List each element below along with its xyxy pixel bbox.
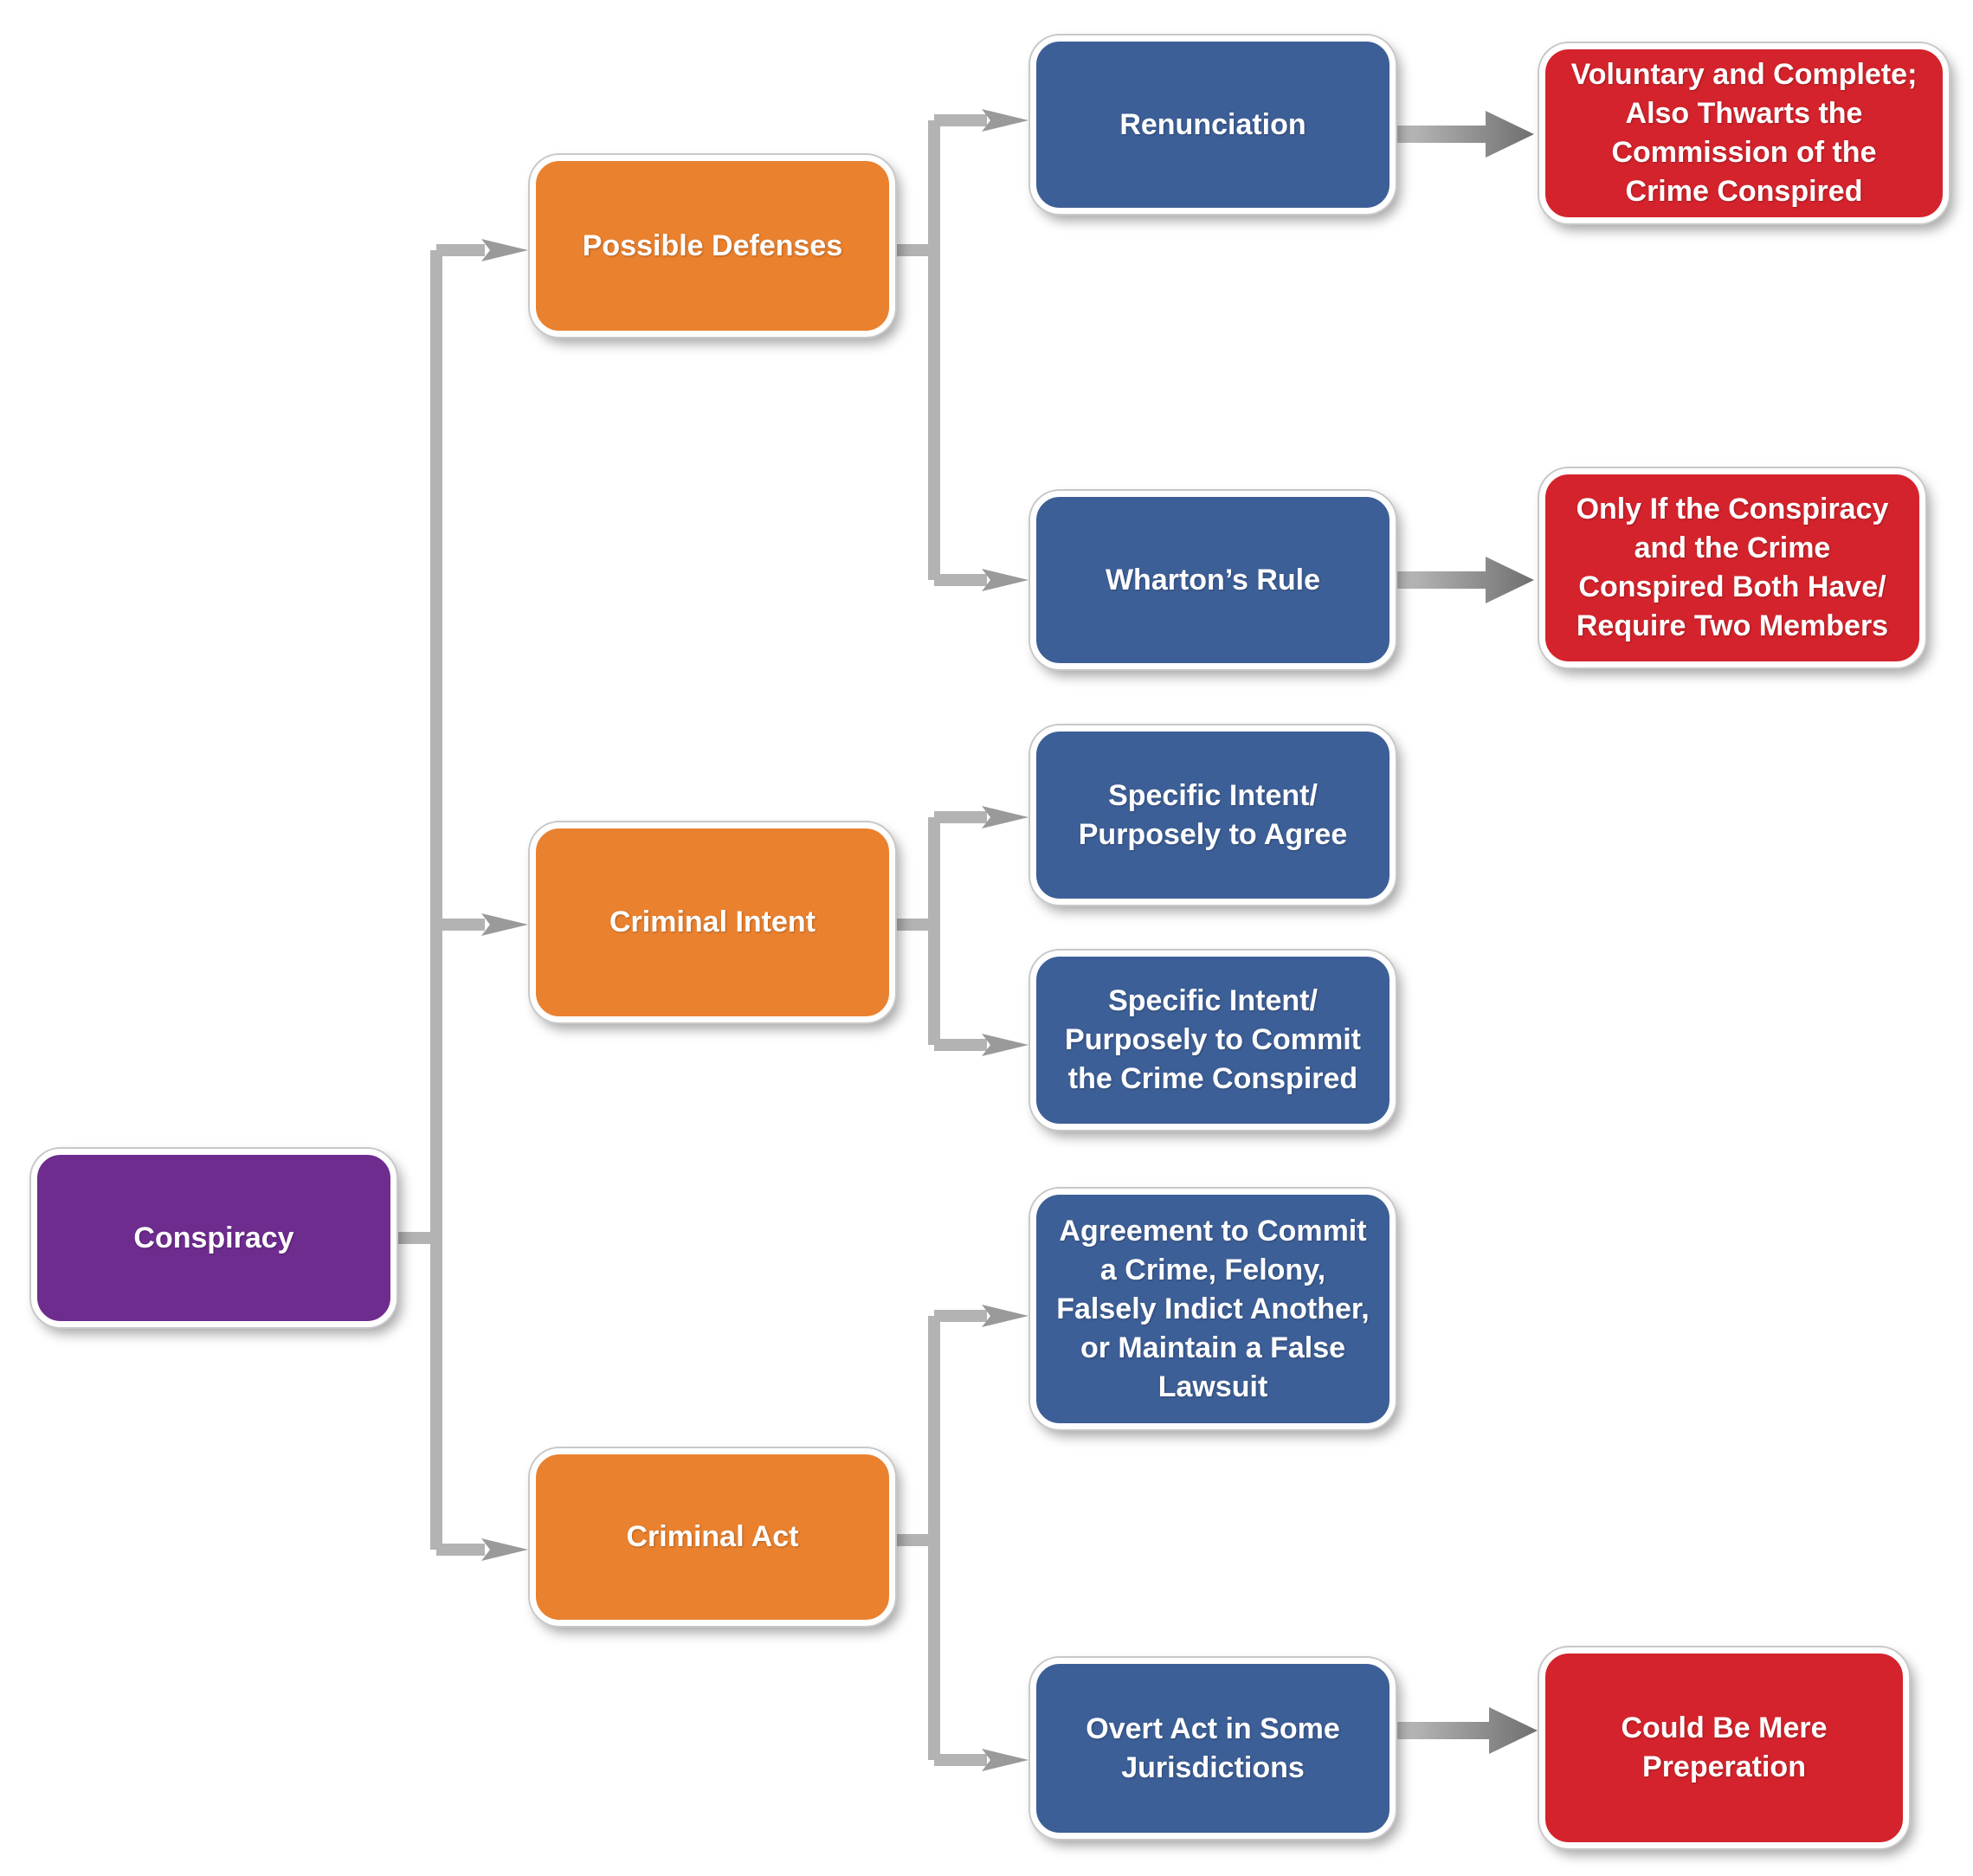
arrowhead-wharton: [982, 569, 1028, 591]
node-criminal-act: Criminal Act: [530, 1448, 895, 1626]
node-whartons-rule: Wharton’s Rule: [1030, 491, 1396, 669]
node-could-be-label: Could Be Mere Preperation: [1621, 1712, 1828, 1783]
arrowhead-intent-commit: [982, 1034, 1028, 1056]
node-voluntary-complete-label: Voluntary and Complete; Also Thwarts the…: [1570, 58, 1918, 208]
arrow-overt-detail: [1397, 1707, 1538, 1754]
node-intent-agree-label: Specific Intent/ Purposely to Agree: [1078, 778, 1348, 851]
arrowhead-overt: [982, 1749, 1028, 1771]
connector-root-spine: [398, 250, 442, 1550]
node-overt-act: Overt Act in Some Jurisdictions: [1030, 1658, 1396, 1839]
node-intent-agree: Specific Intent/ Purposely to Agree: [1030, 725, 1396, 905]
node-renunciation: Renunciation: [1030, 35, 1396, 214]
arrowhead-defenses: [481, 239, 528, 261]
arrowhead-intent-agree: [982, 806, 1028, 828]
node-only-if: Only If the Conspiracy and the Crime Con…: [1539, 468, 1925, 667]
connector-intent-spine: [895, 817, 940, 1045]
node-voluntary-complete: Voluntary and Complete; Also Thwarts the…: [1539, 43, 1949, 223]
arrowhead-renunciation: [982, 109, 1028, 132]
node-criminal-intent-label: Criminal Intent: [609, 906, 816, 938]
connector-defenses-spine: [895, 120, 940, 580]
node-agreement-label: Agreement to Commit a Crime, Felony, Fal…: [1056, 1214, 1370, 1403]
arrowhead-intent: [481, 913, 528, 936]
arrowhead-act: [481, 1538, 528, 1561]
arrow-wharton-detail: [1397, 557, 1534, 603]
node-renunciation-label: Renunciation: [1119, 107, 1306, 141]
node-intent-commit: Specific Intent/ Purposely to Commit the…: [1030, 951, 1396, 1130]
node-conspiracy-label: Conspiracy: [133, 1221, 294, 1254]
node-possible-defenses-label: Possible Defenses: [582, 229, 843, 262]
node-could-be: Could Be Mere Preperation: [1539, 1647, 1909, 1848]
node-agreement: Agreement to Commit a Crime, Felony, Fal…: [1030, 1189, 1396, 1429]
node-whartons-rule-label: Wharton’s Rule: [1105, 563, 1321, 596]
node-possible-defenses: Possible Defenses: [530, 155, 895, 337]
node-overt-act-label: Overt Act in Some Jurisdictions: [1086, 1712, 1340, 1784]
node-criminal-intent: Criminal Intent: [530, 822, 895, 1022]
node-only-if-label: Only If the Conspiracy and the Crime Con…: [1576, 493, 1889, 642]
connector-act-spine: [895, 1316, 940, 1760]
node-criminal-act-label: Criminal Act: [626, 1520, 799, 1553]
node-intent-commit-label: Specific Intent/ Purposely to Commit the…: [1065, 984, 1361, 1095]
node-conspiracy: Conspiracy: [31, 1149, 397, 1327]
arrow-renunciation-detail: [1397, 111, 1534, 158]
arrowhead-agreement: [982, 1305, 1028, 1327]
